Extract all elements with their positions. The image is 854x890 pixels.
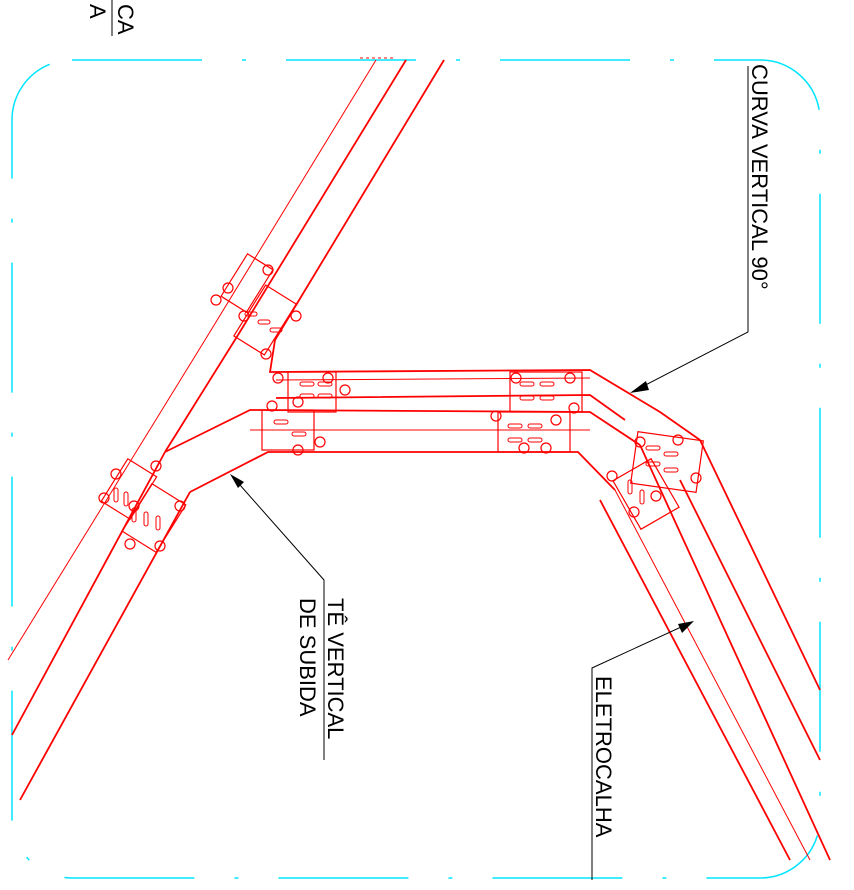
corner-fragment-label: CA A [85, 0, 138, 36]
label-curva-vertical: CURVA VERTICAL 90° [747, 64, 772, 290]
label-eletrocalha: ELETROCALHA [591, 676, 616, 838]
left-diagonal-tray [7, 334, 239, 801]
leader-te-vertical [230, 474, 325, 760]
splice-plates [98, 253, 704, 554]
te-vertical-label-line2: DE SUBIDA [295, 598, 320, 717]
right-descending-trays [599, 439, 831, 861]
viewport-border [11, 59, 821, 879]
curva-vertical-label: CURVA VERTICAL 90° [747, 64, 772, 290]
horizontal-tray-lower [164, 409, 641, 493]
corner-fragment-text-bottom: A [85, 4, 110, 19]
horizontal-tray-upper [268, 339, 701, 441]
splice-plate-cluster [98, 457, 187, 554]
eletrocalha-label: ELETROCALHA [591, 676, 616, 838]
corner-fragment-text-top: CA [113, 4, 138, 35]
leader-eletrocalha [591, 621, 694, 880]
te-vertical-label-line1: TÊ VERTICAL [323, 598, 348, 739]
splice-plate-cluster [210, 253, 302, 360]
splice-plate-cluster [261, 371, 351, 456]
label-te-vertical: TÊ VERTICAL DE SUBIDA [295, 598, 348, 739]
upper-diagonal-trays [204, 57, 445, 341]
splice-plate-cluster [606, 430, 704, 531]
leader-curva-vertical [630, 66, 749, 393]
splice-plate-cluster [490, 371, 583, 454]
